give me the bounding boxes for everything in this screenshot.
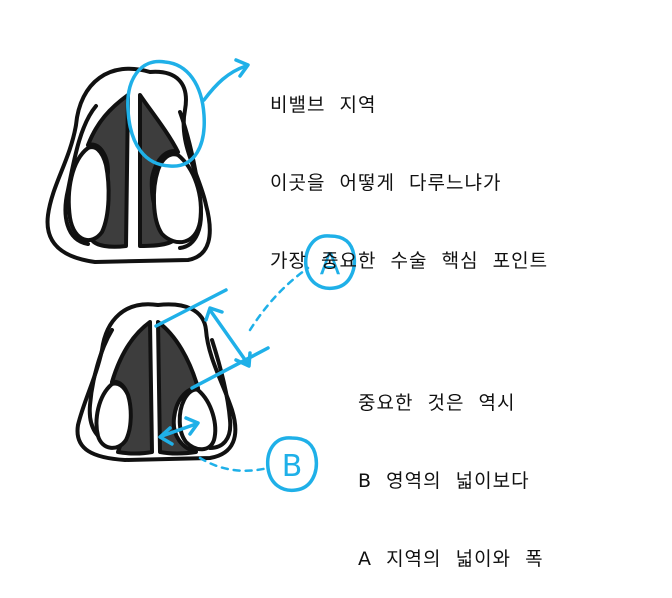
width-note-line: A 지역의 넓이와 폭 (358, 548, 544, 570)
valve-note-line: 가장 중요한 수술 핵심 포인트 (270, 250, 549, 272)
upper-nose (45, 66, 212, 264)
b-leader-line (198, 456, 270, 472)
width-note: 중요한 것은 역시 B 영역의 넓이보다 A 지역의 넓이와 폭 (358, 338, 544, 598)
a-arrowhead-top (204, 306, 224, 322)
valve-note-line: 비밸브 지역 (270, 94, 377, 116)
upper-left-alar-window (66, 145, 111, 243)
width-annotations (154, 288, 270, 446)
valve-arrow-line (202, 64, 248, 102)
width-note-line: 중요한 것은 역시 (358, 392, 516, 414)
a-arrowhead-bottom (234, 351, 252, 368)
valve-note: 비밸브 지역 이곳을 어떻게 다루느냐가 가장 중요한 수술 핵심 포인트 (270, 40, 548, 300)
b-arrowhead-left (158, 426, 174, 446)
a-measure-arrow (208, 308, 250, 366)
a-guide-line-top (154, 288, 228, 328)
a-guide-line-bottom (190, 346, 270, 390)
leader-lines (198, 266, 310, 472)
valve-circle (126, 59, 206, 168)
nose-diagram: A B (45, 58, 357, 493)
label-a-badge: A (303, 234, 357, 291)
label-b-circle (265, 436, 319, 493)
upper-right-alar-window (151, 152, 203, 245)
width-note-line: B 영역의 넓이보다 (358, 470, 530, 492)
upper-right-nostril (138, 93, 180, 248)
b-measure-arrow (160, 422, 198, 438)
label-b-badge: B (265, 436, 319, 493)
b-arrowhead-right (184, 416, 200, 436)
label-a-letter: A (320, 247, 341, 282)
lower-right-nostril (156, 320, 200, 456)
valve-note-line: 이곳을 어떻게 다루느냐가 (270, 172, 502, 194)
lower-left-alar-window (94, 381, 133, 450)
label-a-circle (303, 234, 357, 291)
label-b-letter: B (282, 449, 303, 484)
a-leader-line (248, 266, 310, 332)
valve-highlight (126, 58, 250, 168)
upper-nose-outline (45, 66, 212, 264)
valve-arrow-head (234, 58, 250, 78)
